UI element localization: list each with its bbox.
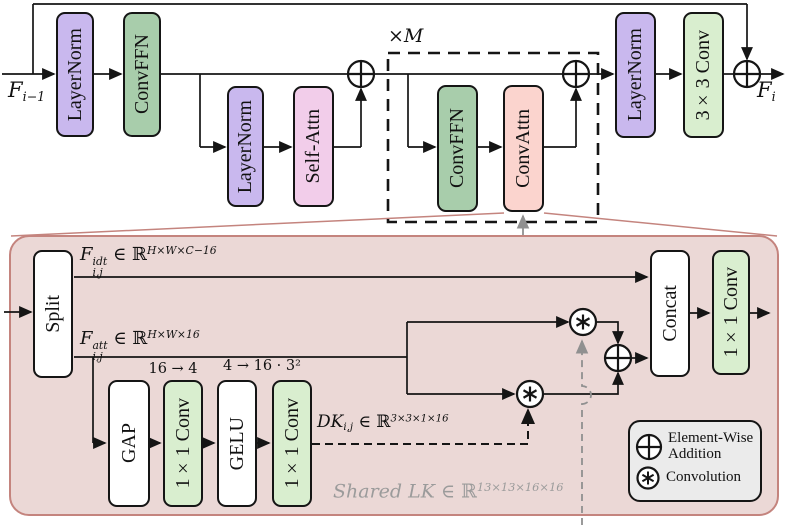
channel-expand-label: 4 → 16 · 3²: [223, 358, 301, 374]
dynamic-kernel-mid: ∈ ℝ: [353, 412, 391, 432]
self-attn-block: Self-Attn: [293, 86, 334, 207]
convolution-icon: [636, 466, 660, 490]
layernorm-block-3: LayerNorm: [615, 12, 656, 138]
legend-addition-line2: Addition: [668, 445, 722, 462]
conv1x1-block-b: 1×1 Conv: [272, 380, 312, 507]
gap-block: GAP: [108, 380, 150, 507]
layernorm-block-2-label: LayerNorm: [234, 99, 256, 194]
dynamic-kernel-base: DK: [317, 412, 344, 432]
attention-branch-mid: ∈ ℝ: [107, 328, 148, 349]
repeat-m-label: ×M: [388, 25, 424, 47]
output-feature-label: Fi: [757, 80, 776, 103]
output-feature-base: F: [757, 78, 772, 102]
legend-row-convolution: Convolution: [635, 465, 755, 491]
shared-lk-exp: 13×13×16×16: [476, 480, 564, 494]
concat-block: Concat: [650, 250, 690, 377]
layernorm-block-2: LayerNorm: [227, 86, 264, 207]
gelu-block: GELU: [217, 380, 257, 507]
layernorm-block-1-label: LayerNorm: [63, 27, 86, 122]
shared-lk-mid: ∈ ℝ: [434, 480, 477, 503]
conv1x1-block-b-label: 1×1 Conv: [280, 398, 303, 489]
convffn-block-2: ConvFFN: [437, 85, 478, 212]
layernorm-block-1: LayerNorm: [56, 12, 94, 137]
add-node-2: [561, 59, 591, 89]
convattn-block: ConvAttn: [503, 85, 544, 212]
channel-reduce-label: 16 → 4: [148, 361, 198, 377]
convattn-block-label: ConvAttn: [512, 109, 534, 188]
zoom-funnel-lines: [10, 212, 778, 237]
concat-block-label: Concat: [658, 285, 681, 342]
conv1x1-block-c: 1×1 Conv: [712, 250, 750, 375]
attention-branch-sub: i,j: [92, 350, 103, 364]
identity-branch-exp: H×W×C−16: [146, 244, 217, 258]
output-feature-sub: i: [771, 88, 776, 104]
identity-branch-sup: idt: [92, 254, 108, 268]
convffn-block-2-label: ConvFFN: [446, 108, 468, 189]
input-feature-base: F: [8, 78, 23, 102]
conv1x1-block-c-label: 1×1 Conv: [719, 267, 742, 358]
conv3x3-block: 3×3 Conv: [683, 12, 724, 138]
gap-block-label: GAP: [117, 423, 140, 464]
dynamic-kernel-sub: i,j: [343, 422, 353, 434]
shared-lk-label: Shared LK ∈ ℝ13×13×16×16: [333, 480, 564, 503]
input-feature-sub: i−1: [22, 88, 46, 104]
repeat-m-dashed-box: [386, 51, 600, 224]
elementwise-addition-icon: [635, 433, 663, 460]
dynamic-kernel-exp: 3×3×1×16: [390, 413, 449, 425]
input-feature-label: Fi−1: [8, 80, 45, 103]
identity-branch-sub: i,j: [92, 266, 103, 280]
conv3x3-block-label: 3×3 Conv: [692, 29, 714, 121]
identity-branch-base: F: [80, 244, 93, 265]
identity-branch-mid: ∈ ℝ: [107, 244, 147, 265]
convffn-block-1-label: ConvFFN: [130, 34, 153, 115]
layernorm-block-3-label: LayerNorm: [624, 28, 646, 122]
legend-addition-line1: Element-Wise: [668, 430, 754, 447]
shared-lk-base: Shared LK: [333, 480, 435, 503]
attention-branch-base: F: [80, 328, 93, 349]
split-block: Split: [33, 250, 73, 378]
dynamic-kernel-label: DKi,j ∈ ℝ3×3×1×16: [317, 414, 449, 433]
add-node-1: [346, 59, 376, 89]
conv1x1-block-a: 1×1 Conv: [163, 380, 203, 507]
attention-branch-sup: att: [92, 338, 108, 352]
legend-convolution-text: Convolution: [666, 469, 742, 486]
split-block-label: Split: [41, 295, 64, 333]
convffn-block-1: ConvFFN: [123, 12, 161, 137]
attention-branch-exp: H×W×16: [147, 328, 200, 342]
gelu-block-label: GELU: [225, 416, 248, 471]
conv1x1-block-a-label: 1×1 Conv: [171, 398, 194, 489]
self-attn-block-label: Self-Attn: [302, 109, 324, 184]
